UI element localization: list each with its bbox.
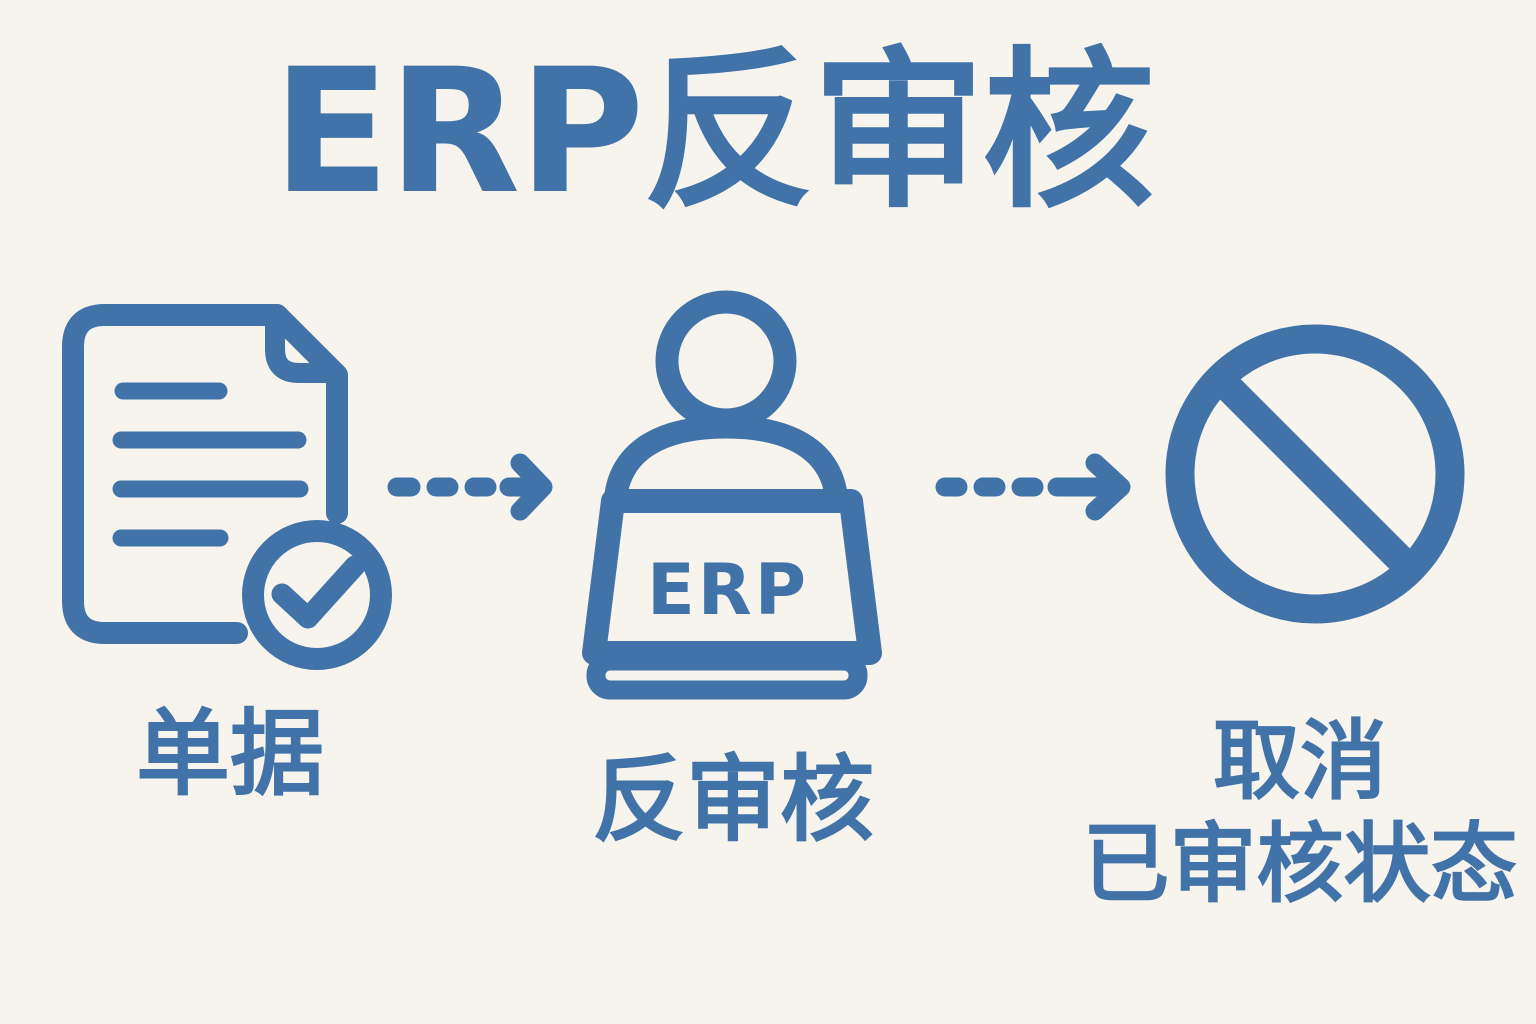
step-label-reverse-audit: 反审核 bbox=[591, 746, 874, 855]
dashed-arrow-right-icon bbox=[935, 453, 1131, 521]
step-label-cancel-status-line1: 取消 bbox=[1213, 710, 1387, 812]
document-check-icon bbox=[62, 304, 392, 670]
dashed-arrow-right-icon bbox=[387, 453, 553, 521]
laptop-screen-text: ERP bbox=[647, 549, 809, 631]
step-label-document: 单据 bbox=[135, 700, 324, 809]
page-title: ERP反审核 bbox=[272, 31, 1155, 232]
step-label-cancel-status-line2: 已审核状态 bbox=[1082, 812, 1518, 915]
prohibition-icon bbox=[1165, 324, 1465, 624]
person-laptop-icon: ERP bbox=[582, 290, 882, 700]
step-label-cancel-status: 取消 已审核状态 bbox=[1070, 710, 1530, 915]
